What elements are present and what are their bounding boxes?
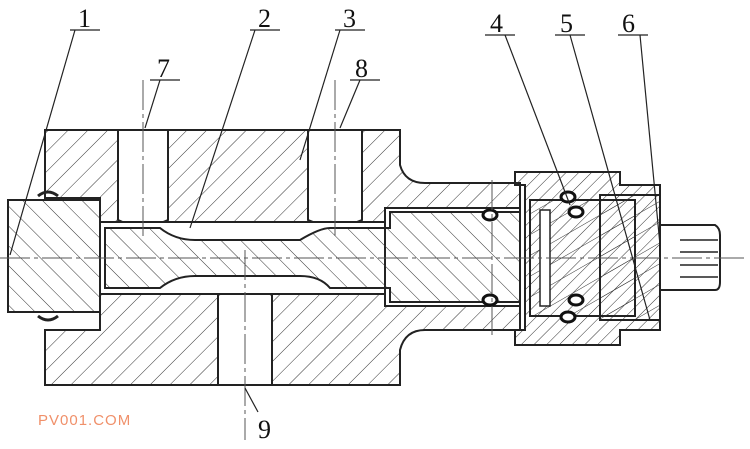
label-1: 1 [78, 4, 91, 33]
leader-lines [9, 29, 661, 413]
label-5: 5 [560, 9, 573, 38]
end-plug [7, 199, 101, 313]
center-lines [0, 80, 745, 440]
watermark: PV001.COM [38, 412, 132, 429]
shaft-grooves [680, 239, 718, 278]
label-3: 3 [343, 4, 356, 33]
o-rings [481, 190, 585, 324]
label-2: 2 [258, 4, 271, 33]
spool [104, 211, 521, 303]
end-plug-seal [37, 190, 59, 322]
label-7: 7 [157, 54, 170, 83]
label-6: 6 [622, 9, 635, 38]
label-8: 8 [355, 54, 368, 83]
label-9: 9 [258, 415, 271, 444]
label-4: 4 [490, 9, 503, 38]
